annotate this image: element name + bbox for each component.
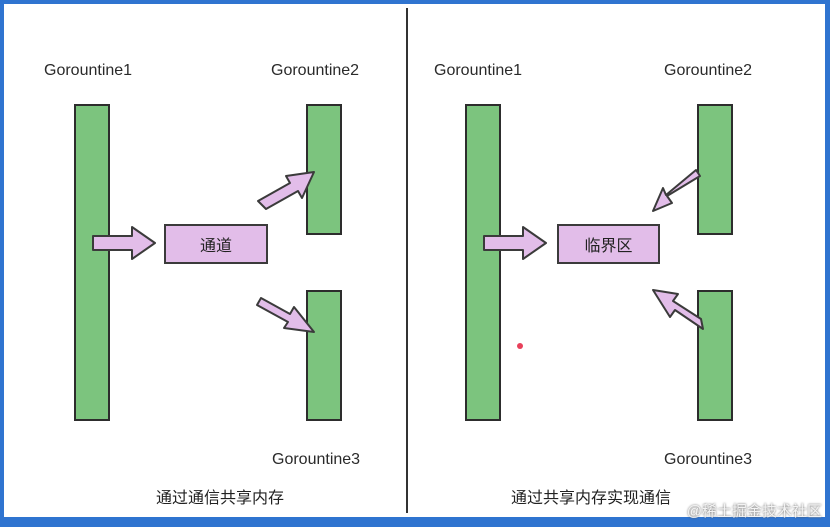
cursor-dot	[517, 343, 523, 349]
left-goroutine3-label: Gorountine3	[272, 451, 361, 468]
left-goroutine3-bar	[306, 290, 342, 421]
arrow-g3-to-critical	[652, 289, 704, 330]
right-goroutine2-bar	[697, 104, 733, 235]
panel-divider	[406, 8, 408, 513]
critical-section-box: 临界区	[557, 224, 660, 264]
right-goroutine3-bar	[697, 290, 733, 421]
right-goroutine1-bar	[465, 104, 501, 421]
right-goroutine1-label: Gorountine1	[434, 62, 523, 79]
right-caption: 通过共享内存实现通信	[511, 490, 672, 507]
watermark: @稀土掘金技术社区	[686, 503, 822, 520]
left-goroutine1-label: Gorountine1	[44, 62, 133, 79]
left-caption: 通过通信共享内存	[156, 490, 285, 507]
left-goroutine2-label: Gorountine2	[271, 62, 360, 79]
arrow-g1-to-critical	[483, 226, 547, 260]
left-goroutine1-bar	[74, 104, 110, 421]
arrow-channel-to-g3	[256, 297, 315, 333]
arrow-channel-to-g2	[257, 171, 315, 210]
right-goroutine2-label: Gorountine2	[664, 62, 753, 79]
arrow-g1-to-channel	[92, 226, 156, 260]
arrow-g2-to-critical	[652, 169, 701, 212]
right-goroutine3-label: Gorountine3	[664, 451, 753, 468]
left-goroutine2-bar	[306, 104, 342, 235]
diagram-canvas	[4, 4, 825, 517]
channel-box: 通道	[164, 224, 268, 264]
